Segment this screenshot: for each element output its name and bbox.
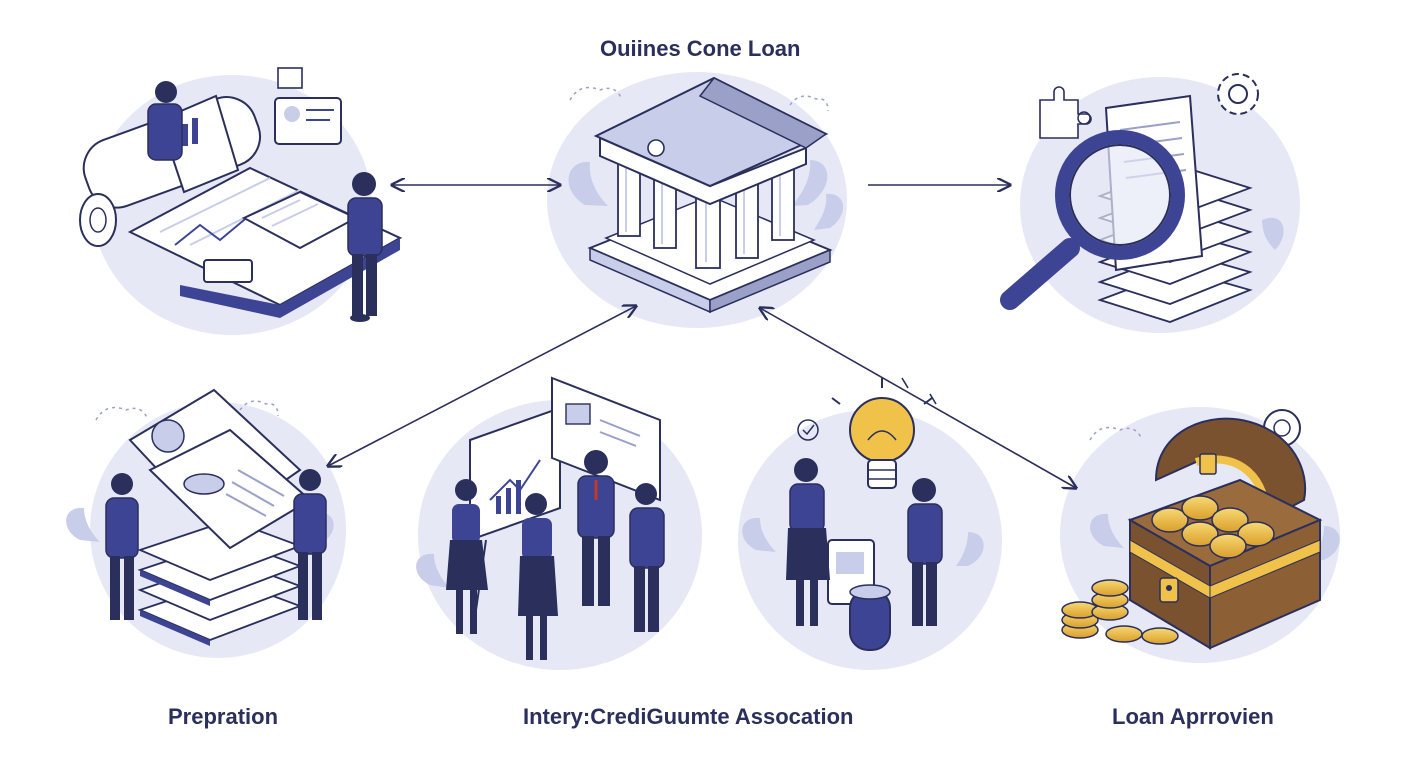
approval-label: Loan Aprrovien (1112, 704, 1274, 729)
treasure-chest-icon (1061, 409, 1340, 650)
connector-arrows (328, 185, 1076, 488)
bank-building-icon (568, 76, 844, 314)
preparation-label: Prepration (168, 704, 279, 729)
diagram-top-label: Ouiines Cone Loan (600, 36, 801, 61)
chart-board-icon (274, 67, 342, 145)
magnifier-icon (1000, 130, 1185, 310)
idea-scene (742, 378, 984, 651)
gear-icon (1217, 73, 1259, 115)
team-meeting-scene (416, 376, 665, 660)
preparation-scene (66, 388, 334, 646)
planning-scene (79, 67, 403, 322)
lightbulb-icon (831, 378, 933, 489)
association-label: Intery:CrediGuumte Assocation (523, 704, 854, 729)
arrow-bank-docs (328, 306, 636, 466)
document-review-scene (1000, 73, 1284, 323)
arrow-bank-chest (760, 308, 1076, 488)
coin-icon (1151, 495, 1275, 559)
